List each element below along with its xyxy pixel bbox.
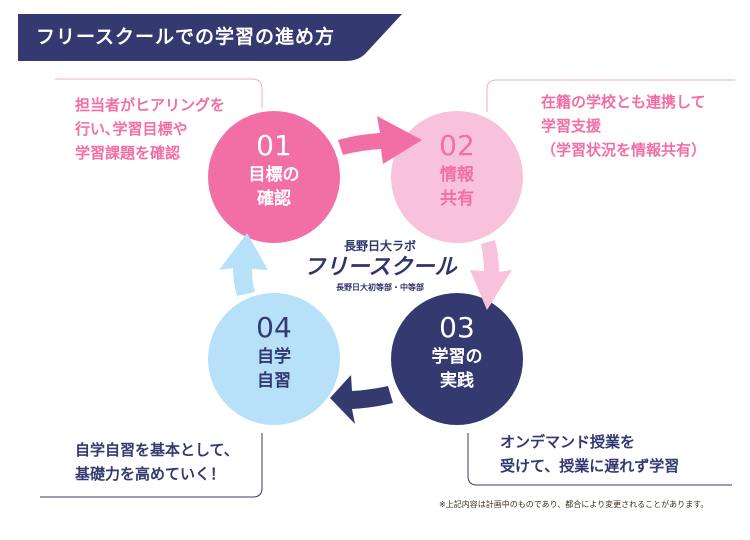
page-title: フリースクールでの学習の進め方 xyxy=(36,26,336,48)
desc-line: 学習課題を確認 xyxy=(75,144,181,162)
step-label: 実践 xyxy=(440,371,474,391)
step-circle-03 xyxy=(391,293,523,425)
logo-top: 長野日大ラボ xyxy=(343,239,416,253)
logo-sub: 長野日大初等部・中等部 xyxy=(336,283,424,292)
bracket-line-01 xyxy=(55,78,263,108)
step-01: 01 目標の 確認 xyxy=(209,129,339,211)
step-02: 02 情報 共有 xyxy=(392,129,522,211)
step-label: 目標の xyxy=(248,165,300,185)
desc-line: （学習状況を情報共有） xyxy=(541,141,707,159)
desc-line: 基礎力を高めていく！ xyxy=(75,465,226,483)
step-02-description: 在籍の学校とも連携して 学習支援 （学習状況を情報共有） xyxy=(541,90,706,162)
step-number: 01 xyxy=(256,129,292,162)
desc-line: オンデマンド授業を xyxy=(500,433,636,451)
logo: 長野日大ラボ フリースクール 長野日大初等部・中等部 xyxy=(300,238,460,294)
step-label: 学習の xyxy=(431,347,483,367)
step-number: 03 xyxy=(439,311,475,344)
step-04: 04 自学 自習 xyxy=(209,311,339,393)
title-banner xyxy=(18,14,402,61)
desc-line: 自学自習を基本として、 xyxy=(75,441,239,459)
step-label: 情報 xyxy=(440,165,474,185)
arrow-03-to-04 xyxy=(330,375,393,424)
logo-main: フリースクール xyxy=(303,255,457,280)
step-number: 02 xyxy=(439,129,475,162)
step-label: 共有 xyxy=(440,189,474,209)
arrow-04-to-01 xyxy=(219,233,268,296)
desc-line: 担当者がヒアリングを xyxy=(75,96,226,114)
arrow-01-to-02 xyxy=(338,116,422,164)
disclaimer-note: ※上記内容は計画中のものであり、都合により変更されることがあります。 xyxy=(439,500,709,509)
step-label: 自習 xyxy=(257,371,291,391)
step-circle-01 xyxy=(208,111,340,243)
desc-line: 行い､学習目標や xyxy=(75,120,188,138)
step-01-description: 担当者がヒアリングを 行い､学習目標や 学習課題を確認 xyxy=(75,93,225,165)
step-label: 自学 xyxy=(257,347,291,367)
step-04-description: 自学自習を基本として、 基礎力を高めていく！ xyxy=(75,438,239,486)
step-circle-04 xyxy=(208,293,340,425)
step-03-description: オンデマンド授業を 受けて、授業に遅れず学習 xyxy=(500,430,679,478)
step-number: 04 xyxy=(256,311,292,344)
step-label: 確認 xyxy=(257,189,291,209)
desc-line: 在籍の学校とも連携して xyxy=(541,93,706,111)
desc-line: 学習支援 xyxy=(541,117,602,135)
step-03: 03 学習の 実践 xyxy=(392,311,522,393)
desc-line: 受けて、授業に遅れず学習 xyxy=(500,457,680,475)
bracket-line-04 xyxy=(40,433,263,498)
arrow-02-to-03 xyxy=(470,240,512,310)
bracket-line-02 xyxy=(486,79,735,112)
step-circle-02 xyxy=(391,111,523,243)
bracket-line-03 xyxy=(467,433,732,486)
